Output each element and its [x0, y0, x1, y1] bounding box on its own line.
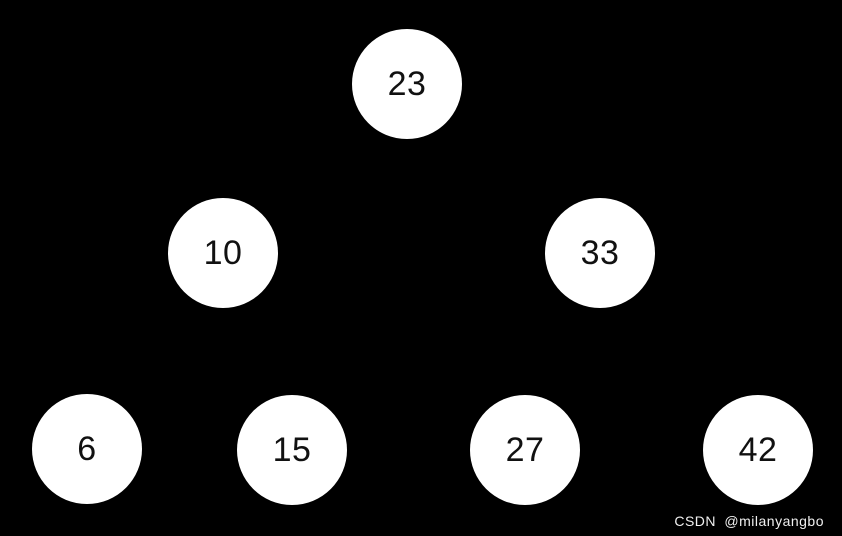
- node-value: 42: [738, 431, 778, 469]
- node-value: 33: [580, 234, 620, 272]
- node-value: 27: [505, 431, 545, 469]
- node-value: 6: [77, 430, 97, 468]
- tree-node-10: 10: [168, 198, 278, 308]
- tree-node-27: 27: [470, 395, 580, 505]
- watermark: CSDN @milanyangbo: [674, 513, 824, 529]
- tree-node-23: 23: [352, 29, 462, 139]
- tree-node-15: 15: [237, 395, 347, 505]
- node-value: 15: [272, 431, 312, 469]
- tree-node-42: 42: [703, 395, 813, 505]
- tree-node-33: 33: [545, 198, 655, 308]
- tree-node-6: 6: [32, 394, 142, 504]
- node-value: 23: [387, 65, 427, 103]
- node-value: 10: [203, 234, 243, 272]
